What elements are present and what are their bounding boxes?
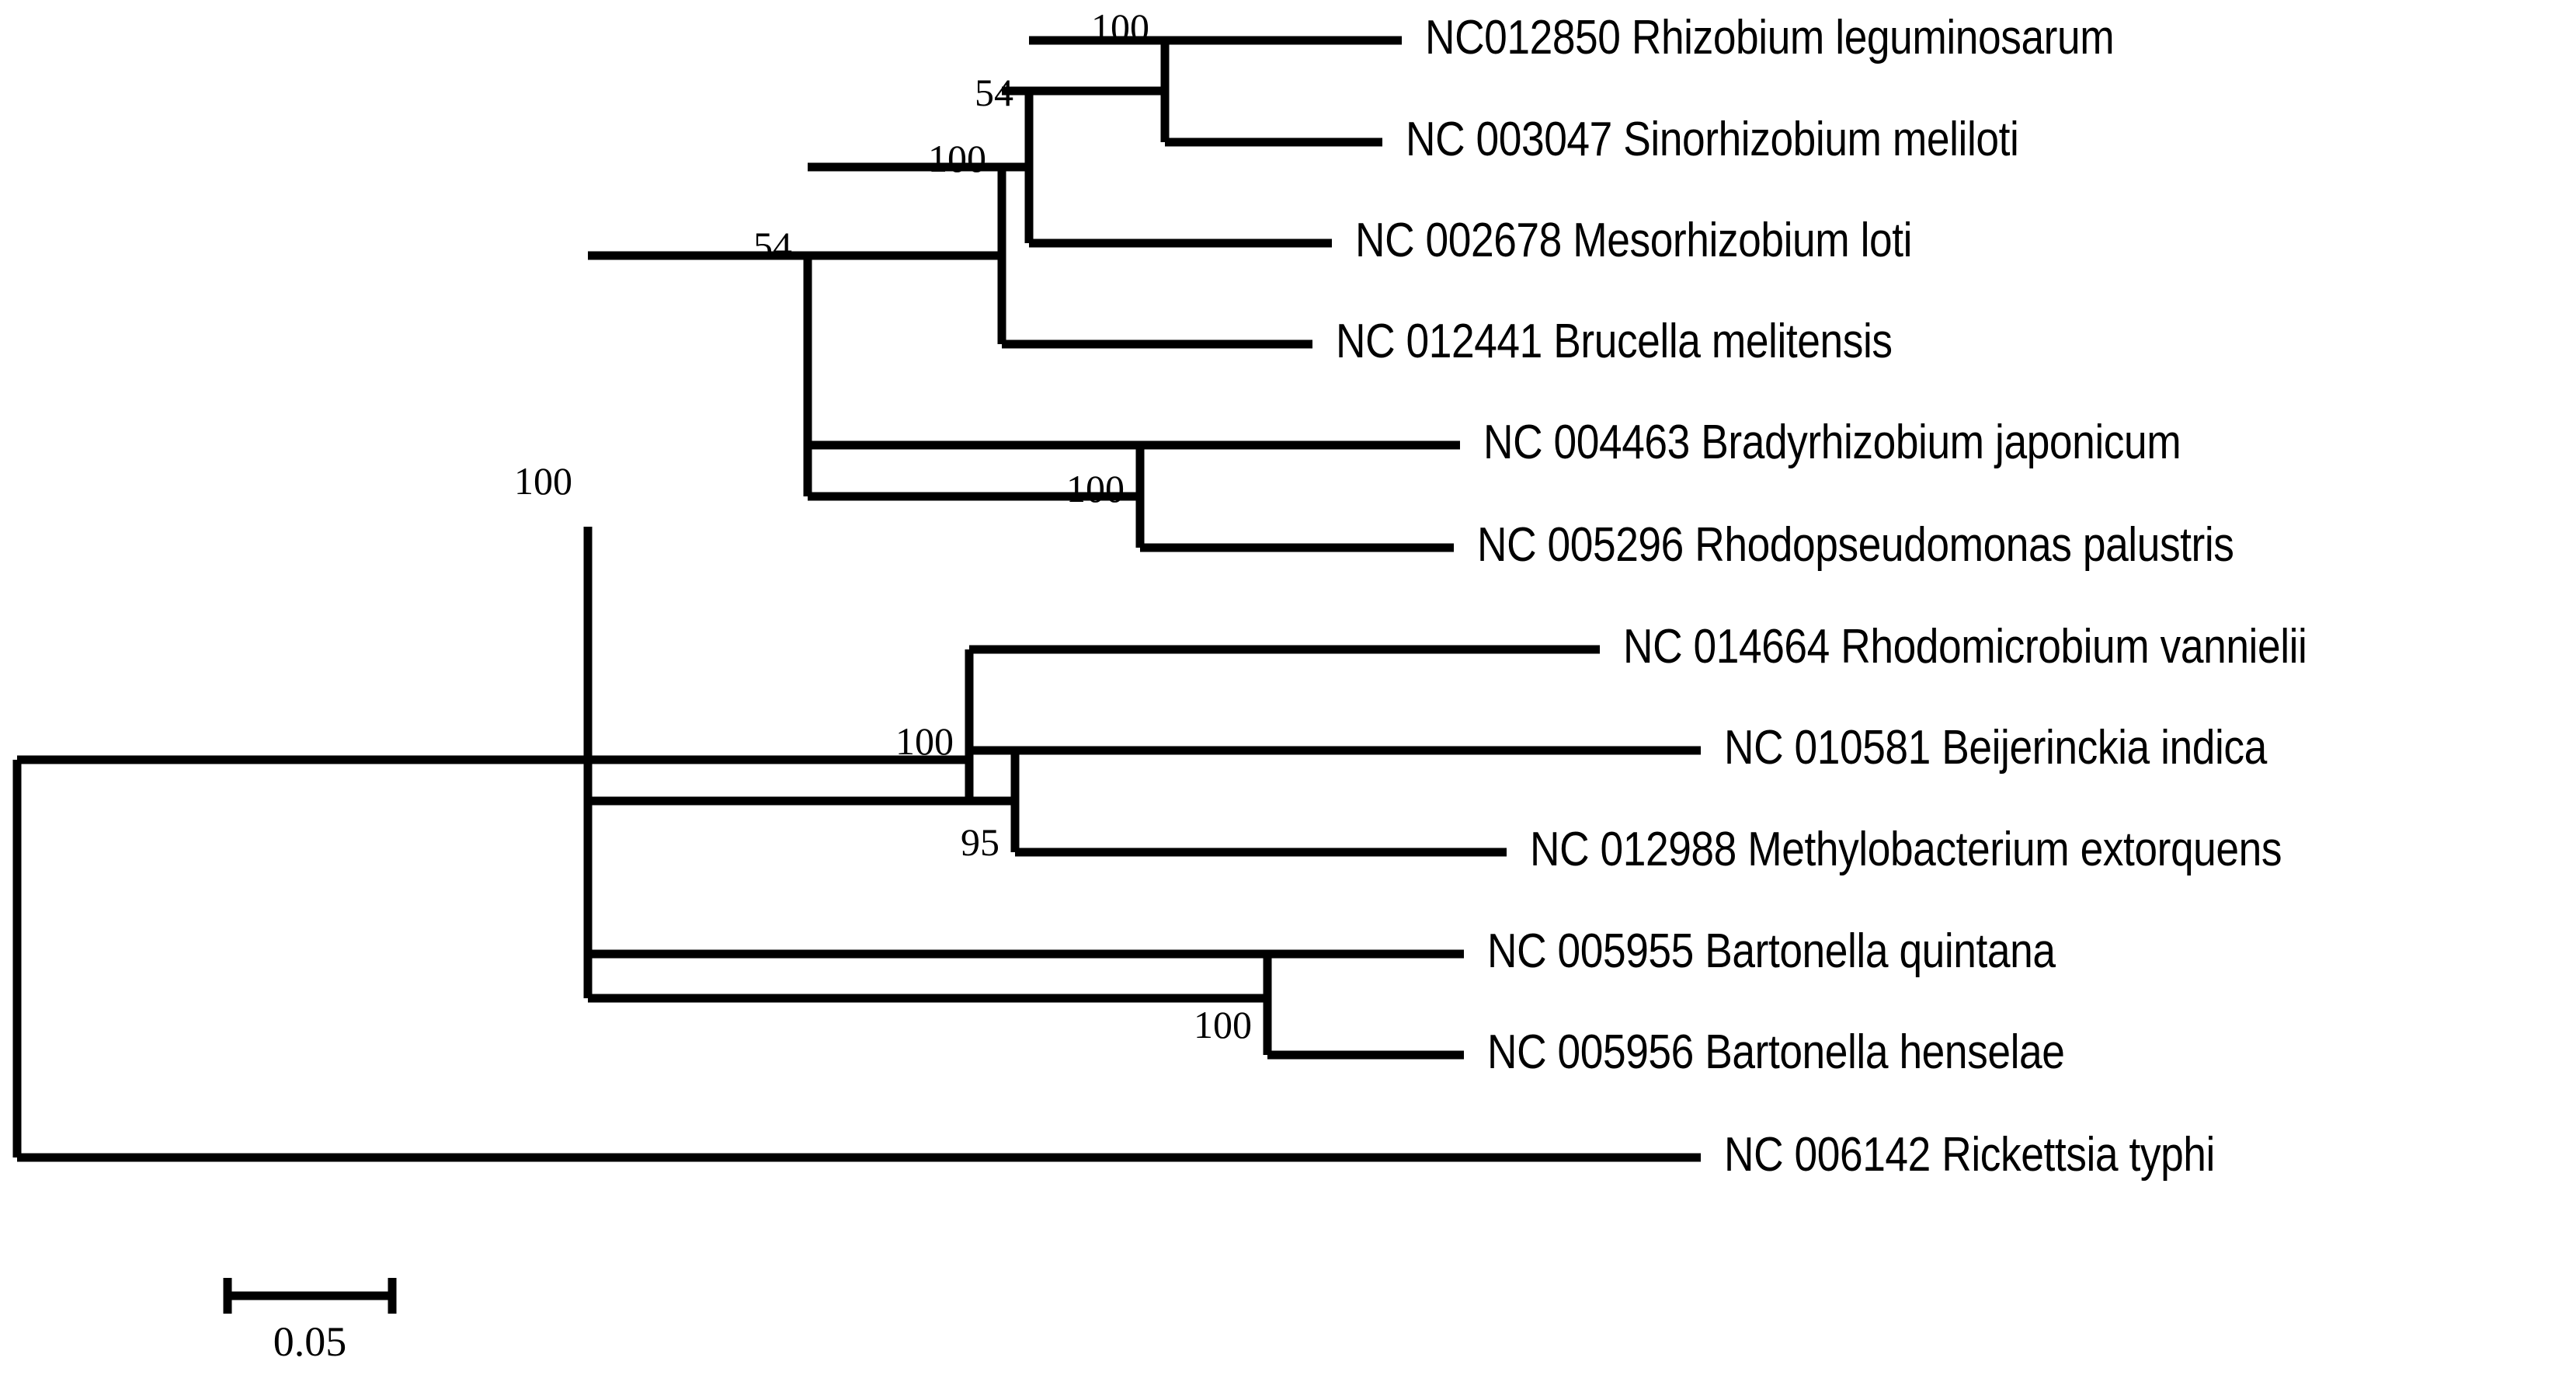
bootstrap-value-b4: 54 xyxy=(753,224,792,267)
taxon-label-t12: NC 006142 Rickettsia typhi xyxy=(1724,1128,2215,1182)
bootstrap-value-b8: 100 xyxy=(514,459,572,503)
bootstrap-value-b6: 100 xyxy=(895,719,954,763)
taxon-label-t8: NC 010581 Beijerinckia indica xyxy=(1724,721,2267,775)
taxon-label-t5: NC 004463 Bradyrhizobium japonicum xyxy=(1483,416,2181,469)
taxon-label-t6: NC 005296 Rhodopseudomonas palustris xyxy=(1477,518,2234,572)
taxon-label-t1: NC012850 Rhizobium leguminosarum xyxy=(1425,11,2115,64)
bootstrap-value-b9: 100 xyxy=(1194,1003,1252,1046)
taxon-label-t10: NC 005955 Bartonella quintana xyxy=(1487,924,2056,978)
taxon-label-t4: NC 012441 Brucella melitensis xyxy=(1336,315,1893,368)
bootstrap-value-b5: 100 xyxy=(1066,467,1125,510)
branch-lines-group xyxy=(12,36,1701,1162)
bootstrap-value-b2: 54 xyxy=(975,71,1013,114)
taxon-label-t3: NC 002678 Mesorhizobium loti xyxy=(1355,214,1913,267)
scale-bar-label: 0.05 xyxy=(273,1318,347,1365)
taxon-label-t7: NC 014664 Rhodomicrobium vannielii xyxy=(1623,620,2307,674)
taxon-label-t9: NC 012988 Methylobacterium extorquens xyxy=(1530,823,2282,876)
bootstrap-value-b7: 95 xyxy=(961,820,999,864)
scale-bar-group xyxy=(223,1278,397,1314)
bootstrap-value-b1: 100 xyxy=(1091,5,1149,49)
taxon-label-t2: NC 003047 Sinorhizobium meliloti xyxy=(1406,113,2019,166)
taxon-label-t11: NC 005956 Bartonella henselae xyxy=(1487,1025,2065,1079)
bootstrap-value-b3: 100 xyxy=(928,137,986,180)
